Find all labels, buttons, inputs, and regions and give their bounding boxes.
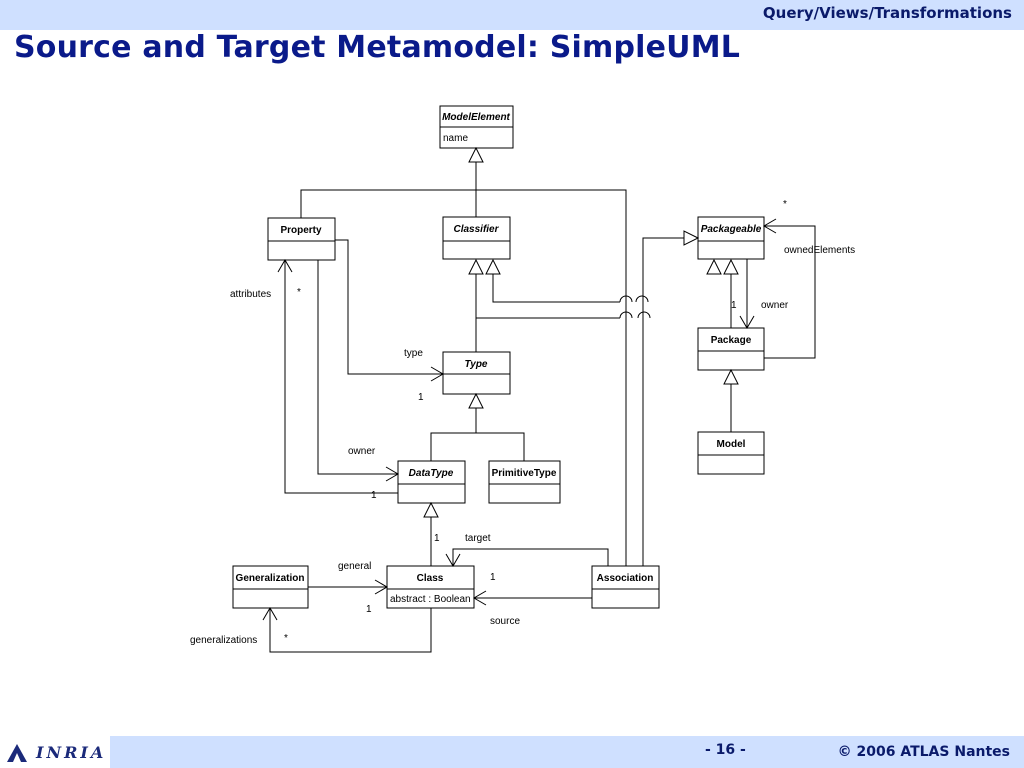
label-general: general bbox=[338, 561, 371, 572]
label-type: type bbox=[404, 348, 423, 359]
generalization-association-packageable bbox=[642, 230, 700, 566]
generalization-name: Generalization bbox=[236, 573, 305, 584]
modelelement-name: ModelElement bbox=[442, 112, 510, 123]
generalization-model-package bbox=[723, 368, 739, 432]
label-package-owner: owner bbox=[761, 300, 789, 311]
label-property-owner-multiplicity: 1 bbox=[371, 490, 377, 501]
association-packageable-owner bbox=[739, 259, 755, 329]
label-attributes-multiplicity: * bbox=[297, 287, 301, 298]
classifier-name: Classifier bbox=[453, 224, 499, 235]
association-package-owned-elements bbox=[763, 218, 816, 359]
label-datatype-class-multiplicity: 1 bbox=[434, 533, 440, 544]
primitivetype-name: PrimitiveType bbox=[492, 468, 557, 479]
association-general bbox=[308, 579, 388, 595]
association-datatype-attributes bbox=[277, 259, 398, 494]
label-package-owner-multiplicity: 1 bbox=[731, 300, 737, 311]
property-name: Property bbox=[280, 225, 322, 236]
generalization-package-packageable bbox=[723, 258, 739, 328]
association-property-owner bbox=[317, 260, 399, 482]
type-name: Type bbox=[465, 359, 488, 370]
inria-logo-text: INRIA bbox=[36, 743, 107, 762]
generalization-to-modelelement bbox=[300, 146, 627, 566]
association-property-type bbox=[335, 239, 444, 382]
association-generalizations bbox=[262, 607, 432, 653]
modelelement-attribute: name bbox=[443, 133, 468, 144]
section-title: Query/Views/Transformations bbox=[762, 4, 1012, 22]
label-general-multiplicity: 1 bbox=[366, 604, 372, 615]
label-generalizations: generalizations bbox=[190, 635, 257, 646]
generalization-classifier-packageable bbox=[475, 258, 722, 319]
inria-logo-mark-icon bbox=[7, 744, 27, 762]
slide-title: Source and Target Metamodel: SimpleUML bbox=[14, 30, 741, 65]
packageable-name: Packageable bbox=[701, 224, 762, 235]
generalization-package-classifier bbox=[485, 258, 649, 303]
label-target-multiplicity: 1 bbox=[490, 572, 496, 583]
generalization-class-datatype bbox=[423, 501, 439, 566]
package-name: Package bbox=[711, 335, 752, 346]
inria-logo: INRIA bbox=[4, 742, 104, 764]
label-property-owner: owner bbox=[348, 446, 376, 457]
copyright: © 2006 ATLAS Nantes bbox=[837, 744, 1010, 760]
model-name: Model bbox=[717, 439, 746, 450]
label-target: target bbox=[465, 533, 491, 544]
class-attribute: abstract : Boolean bbox=[390, 594, 471, 605]
association-target bbox=[445, 548, 609, 567]
association-name: Association bbox=[597, 573, 654, 584]
class-name: Class bbox=[417, 573, 444, 584]
label-generalizations-multiplicity: * bbox=[284, 633, 288, 644]
header-band bbox=[0, 0, 1024, 30]
label-source: source bbox=[490, 616, 520, 627]
label-owned-elements: ownedElements bbox=[784, 245, 855, 256]
footer-band bbox=[110, 736, 1024, 768]
datatype-name: DataType bbox=[409, 468, 454, 479]
association-source bbox=[473, 590, 592, 606]
label-type-multiplicity: 1 bbox=[418, 392, 424, 403]
label-attributes: attributes bbox=[230, 289, 271, 300]
label-owned-elements-multiplicity: * bbox=[783, 199, 787, 210]
generalization-datatypes-type bbox=[430, 392, 525, 461]
footer: INRIA - 16 - © 2006 ATLAS Nantes bbox=[0, 736, 1024, 768]
page-number: - 16 - bbox=[705, 742, 746, 758]
